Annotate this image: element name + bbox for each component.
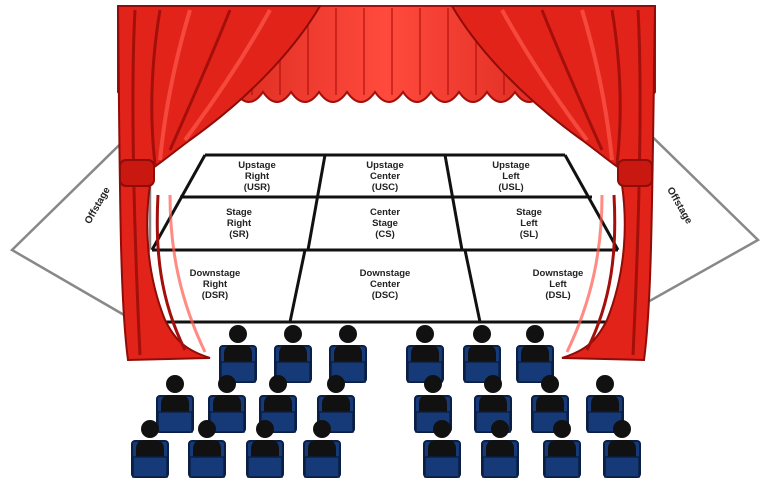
stage-floor — [140, 153, 650, 324]
audience-seat — [406, 325, 444, 383]
audience-seat — [329, 325, 367, 383]
audience-seat — [274, 325, 312, 383]
audience-seat — [586, 375, 624, 433]
audience-seat — [603, 420, 641, 478]
right-curtain — [450, 5, 657, 362]
offstage-left: Offstage — [9, 112, 152, 333]
audience-seating — [131, 325, 641, 478]
audience-seat — [481, 420, 519, 478]
audience-seat — [303, 420, 341, 478]
audience-seat — [188, 420, 226, 478]
left-curtain — [116, 5, 322, 362]
audience-seat — [156, 375, 194, 433]
audience-seat — [208, 375, 246, 433]
audience-seat — [259, 375, 297, 433]
audience-seat — [543, 420, 581, 478]
audience-seat — [516, 325, 554, 383]
audience-seat — [219, 325, 257, 383]
audience-seat — [246, 420, 284, 478]
audience-seat — [423, 420, 461, 478]
audience-seat — [131, 420, 169, 478]
audience-seat — [463, 325, 501, 383]
